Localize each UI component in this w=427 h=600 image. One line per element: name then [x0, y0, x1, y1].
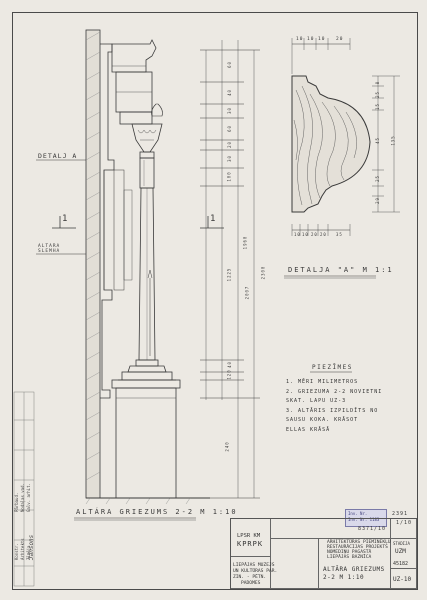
- detail-bottom-dim-1: 10: [294, 232, 301, 237]
- detail-right-dim-1: 8: [375, 80, 381, 85]
- note-line-1: 1. MĒRI MILIMETROS: [286, 379, 359, 385]
- detail-bottom-dim-3: 20: [311, 232, 318, 237]
- project-line-3: ZIN. - PĒTN.: [233, 575, 267, 580]
- strip-row-2: Arhitekts: [20, 538, 25, 560]
- stage-label: STADIJA: [393, 541, 410, 546]
- detail-a-label: DETALJ A: [38, 152, 78, 160]
- handwritten-number: 8371/10: [358, 526, 387, 532]
- author-line-2: KPRPK: [237, 540, 264, 548]
- detail-bottom-dim-5: 35: [336, 232, 343, 237]
- author-line-1: LPSR KM: [237, 533, 261, 539]
- main-dim-9: 1960: [242, 235, 248, 250]
- main-dim-1: 60: [226, 61, 232, 68]
- altar-board-label-1: ALTARA: [38, 244, 61, 249]
- detail-right-dim-6: 29: [374, 197, 380, 204]
- detail-bottom-dim-2: 10: [302, 232, 309, 237]
- detail-top-dim-1: 10: [296, 37, 304, 42]
- sheet-code: UZ-10: [393, 576, 412, 583]
- detail-top-dim-2: 10: [307, 37, 315, 42]
- note-line-2: 2. GRIEZUMA 2-2 NOVIETNI: [286, 388, 383, 395]
- org-line-4: LIEPĀJAS BAZNĪCA: [327, 555, 372, 560]
- note-line-4: 3. ALTĀRIS IZPILDĪTS NO: [286, 407, 379, 414]
- strip-row-1: Konstr.: [14, 543, 19, 560]
- note-line-5: SAUSU KOKA. KRĀSOT: [286, 417, 359, 423]
- strip-row-5: Nodaļas vad.: [20, 483, 25, 512]
- note-line-6: ELLAS KRĀSĀ: [286, 426, 331, 433]
- main-dim-2: 40: [226, 89, 232, 96]
- section-mark-left: 1: [62, 214, 69, 224]
- detail-top-dim-4: 20: [336, 37, 344, 42]
- detail-right-dim-total: 135: [390, 135, 396, 146]
- stamp-line-1: Inv. Nr.: [348, 511, 368, 516]
- main-dim-6: 30: [226, 155, 232, 162]
- stage-value: UZM: [395, 548, 406, 555]
- detail-right-dim-2: 25: [374, 91, 380, 98]
- detail-right-dim-4: 45: [374, 137, 380, 144]
- main-dim-10: 2007: [244, 285, 250, 300]
- main-dim-8: 1225: [226, 267, 232, 282]
- detail-top-dim-3: 10: [318, 37, 326, 42]
- stamp-number: 2391: [392, 511, 409, 517]
- main-dim-3: 30: [226, 107, 232, 114]
- detail-bottom-dim-4: 20: [320, 232, 327, 237]
- drawing-name-line-1: ALTĀRA GRIEZUMS: [323, 566, 385, 573]
- main-dim-4: 60: [226, 125, 232, 132]
- notes-heading: PIEZĪMES: [312, 364, 353, 371]
- signature: Jansons: [28, 534, 35, 560]
- detail-right-dim-5: 25: [374, 175, 380, 182]
- drawing-name-line-2: 2-2 M 1:10: [323, 574, 365, 581]
- drawing-frame: [12, 12, 418, 590]
- org-line-2: RESTAURĀCIJAS PROJEKTS: [327, 545, 388, 550]
- note-line-3: SKAT. LAPU UZ-3: [286, 398, 347, 404]
- project-line-1: LIEPĀJAS MUZEJS: [233, 563, 275, 568]
- stamp-line-2: Inv. Nr. 1183: [348, 517, 380, 522]
- title-block: LPSR KM KPRPK ARHITEKTŪRAS PIEMINEKĻU RE…: [230, 518, 417, 589]
- strip-row-4: Pārbaud.: [14, 492, 19, 512]
- notes-list: 1. MĒRI MILIMETROS 2. GRIEZUMA 2-2 NOVIE…: [286, 378, 382, 435]
- strip-row-6: Galv. arhit.: [26, 483, 31, 512]
- main-dim-11: 40: [226, 361, 232, 368]
- main-dim-5: 20: [226, 141, 232, 148]
- main-section-title: ALTÁRA GRIEZUMS 2-2 M 1:10: [76, 508, 238, 516]
- main-dim-12: 120: [226, 369, 232, 380]
- org-line-3: NOMEDIŅU PAGASTĀ: [327, 550, 372, 555]
- detail-right-dim-3: 15: [374, 103, 380, 110]
- main-dim-total: 2300: [260, 265, 266, 280]
- main-dim-13: 240: [224, 441, 230, 452]
- handwritten-corner: 1/10: [396, 520, 413, 526]
- altar-board-label-2: SLEMHA: [38, 249, 61, 254]
- main-dim-7: 100: [226, 171, 232, 182]
- sheet-number: 45182: [393, 561, 409, 567]
- project-line-2: UN KULTŪRAS PAR.: [233, 569, 278, 574]
- project-line-4: PADOMES: [241, 581, 261, 586]
- section-mark-right: 1: [210, 214, 217, 224]
- org-line-1: ARHITEKTŪRAS PIEMINEKĻU: [327, 540, 391, 545]
- detail-a-title: DETALJA "A" M 1:1: [288, 266, 394, 274]
